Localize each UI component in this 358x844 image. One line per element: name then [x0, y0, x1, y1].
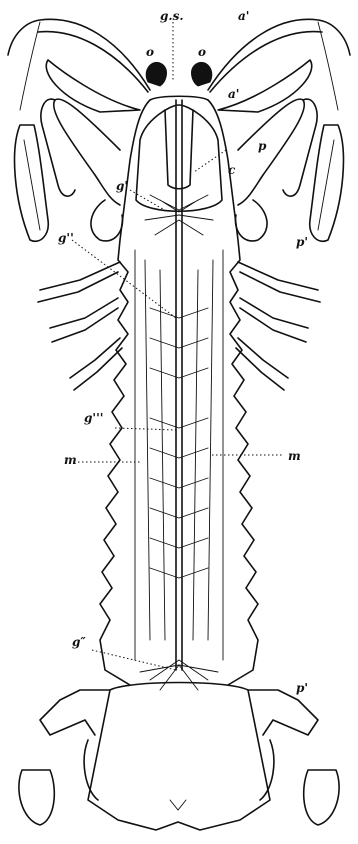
label-g-iv: g″	[72, 635, 86, 649]
antennal-scales	[46, 60, 311, 112]
leader-lines	[72, 22, 282, 670]
label-m-right: m	[288, 449, 301, 463]
figure-labels: g.s. o o a' a' p c g' g'' p' g''' m m g″…	[58, 9, 308, 695]
label-o-right: o	[198, 45, 206, 59]
label-m-left: m	[64, 453, 77, 467]
left-eye-icon	[146, 62, 166, 86]
label-p-prime-low: p'	[296, 681, 308, 695]
label-o-left: o	[146, 45, 154, 59]
label-p: p	[258, 139, 267, 153]
label-a1-top: a'	[238, 9, 249, 23]
label-c: c	[228, 163, 236, 177]
label-g-triple: g'''	[84, 411, 103, 425]
label-p-prime-mid: p'	[296, 235, 308, 249]
right-eye-icon	[192, 62, 212, 86]
walking-legs	[38, 262, 320, 390]
tail-fan	[19, 683, 339, 831]
label-g-prime-upper: g'	[116, 179, 128, 193]
label-a1-mid: a'	[228, 87, 239, 101]
label-gs: g.s.	[160, 9, 184, 23]
eyes	[146, 62, 212, 86]
label-g-double: g''	[58, 231, 74, 245]
